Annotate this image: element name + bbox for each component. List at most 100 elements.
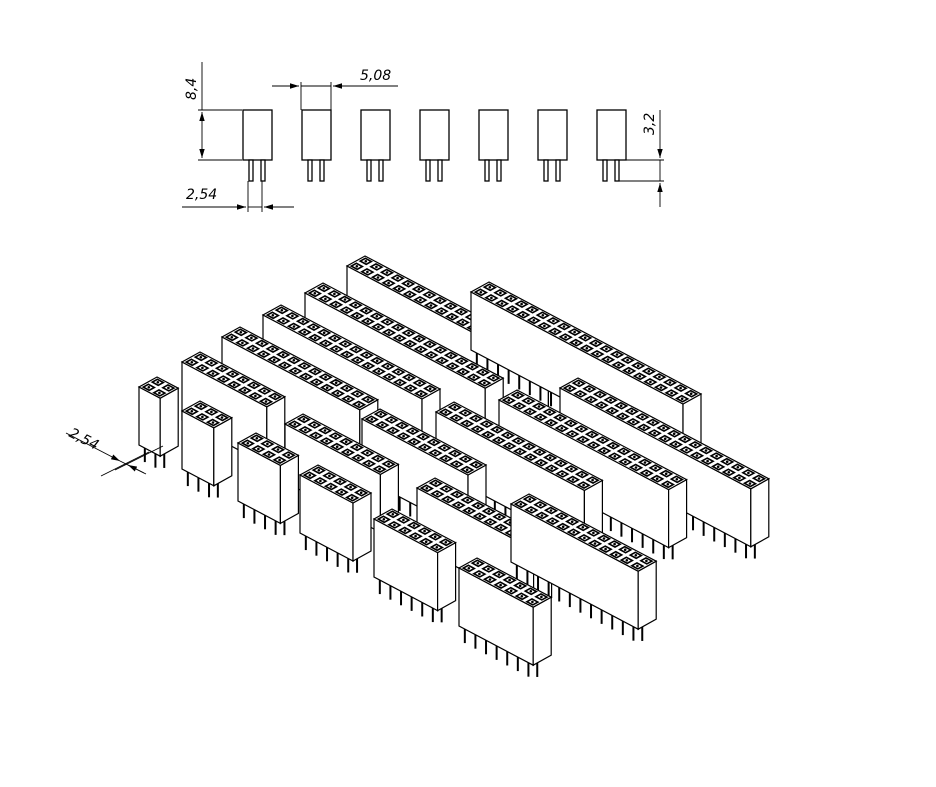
iso-contact-center [322,287,326,290]
iso-contact-center [492,376,495,380]
iso-contact-center [465,422,469,425]
iso-contact-center [365,353,368,357]
iso-contact-center [680,397,684,401]
iso-contact-center [487,567,490,571]
iso-contact-center [604,547,607,551]
iso-contact-center [444,541,448,544]
side-connector-pin [543,159,549,182]
iso-contact-center [294,369,297,373]
side-view [242,109,627,182]
iso-contact-center [530,508,533,512]
iso-contact-center [580,427,583,431]
iso-contact-center [638,375,642,378]
iso-contact-center [319,479,322,483]
iso-contact-center [517,439,520,443]
side-connector-pin [425,159,431,182]
iso-contact-center [334,381,338,385]
iso-contact-center [508,444,511,448]
iso-contact-center [583,536,586,540]
iso-contact-center [355,446,359,449]
iso-contact-center [464,411,467,415]
iso-contact-center [377,325,380,329]
iso-contact-center [220,416,224,419]
iso-contact-center [453,406,457,409]
iso-contact-center [291,314,294,318]
iso-contact-center [569,422,573,425]
iso-contact-center [499,526,503,529]
iso-contact-center [376,276,380,279]
iso-contact-center [541,314,545,317]
iso-contact-center [282,319,285,323]
iso-contact-center [350,496,354,500]
iso-contact-center [354,348,358,351]
iso-contact-center [516,394,520,397]
iso-contact-center [558,416,562,420]
iso-connector-side [213,416,233,487]
iso-contact-center [465,468,469,472]
iso-contact-center [293,423,297,426]
side-connector-body [537,109,568,161]
iso-contact-center [479,291,483,294]
iso-connector [180,400,234,498]
dimension-iso-pitch [65,432,164,477]
iso-contact-center [716,465,720,469]
iso-contact-center [239,331,243,334]
iso-contact-center [461,370,465,374]
iso-contact-center [322,331,326,335]
iso-contact-center [757,477,761,480]
iso-contact-center [695,454,699,457]
iso-contact-center [474,417,478,420]
iso-connector-top [180,400,234,429]
iso-contact-center [654,466,657,470]
iso-contact-center [634,554,638,557]
iso-contact-center [325,386,329,390]
iso-contact-center [518,404,521,408]
iso-contact-center [672,432,676,436]
iso-contact-center [455,462,458,466]
iso-contact-center [436,492,439,496]
iso-contact-center [254,394,257,398]
iso-contact-center [581,438,585,441]
iso-contact-center [356,392,359,396]
iso-connector-top [434,401,604,492]
side-connector [596,109,627,182]
iso-contact-center [370,418,374,421]
iso-contact-center [262,352,265,356]
iso-contact-center [271,347,274,351]
iso-contact-center [412,524,416,527]
iso-contact-center [199,405,203,408]
iso-contact-center [344,342,347,346]
iso-contact-center [459,310,463,314]
iso-contact-center [260,342,264,345]
iso-contact-center [230,336,234,339]
iso-contact-center [552,319,555,323]
iso-connector-side [532,596,552,667]
iso-contact-center [571,432,574,436]
iso-contact-center [375,265,378,269]
iso-connector-top [283,413,400,476]
iso-contact-center [366,451,369,455]
iso-contact-center [346,451,350,454]
iso-contact-center [559,462,563,465]
iso-contact-center [636,564,639,568]
iso-contact-center [158,391,161,395]
iso-contact-center [577,382,581,385]
iso-contact-center [304,428,307,432]
iso-contact-center [528,498,532,501]
iso-contact-center [528,410,532,413]
iso-contact-center [670,391,673,395]
iso-contact-center [593,542,597,545]
iso-contact-center [689,392,693,396]
iso-contact-center [540,514,544,517]
iso-contact-center [460,359,463,363]
iso-contact-center [424,540,428,543]
iso-contact-center [564,335,567,339]
iso-contact-center [167,386,170,390]
iso-contact-center [428,343,432,346]
iso-contact-center [706,459,709,463]
iso-contact-center [609,398,612,402]
side-connector [478,109,509,182]
iso-contact-center [476,504,480,508]
iso-contact-center [539,461,543,465]
iso-contact-center [433,535,437,538]
